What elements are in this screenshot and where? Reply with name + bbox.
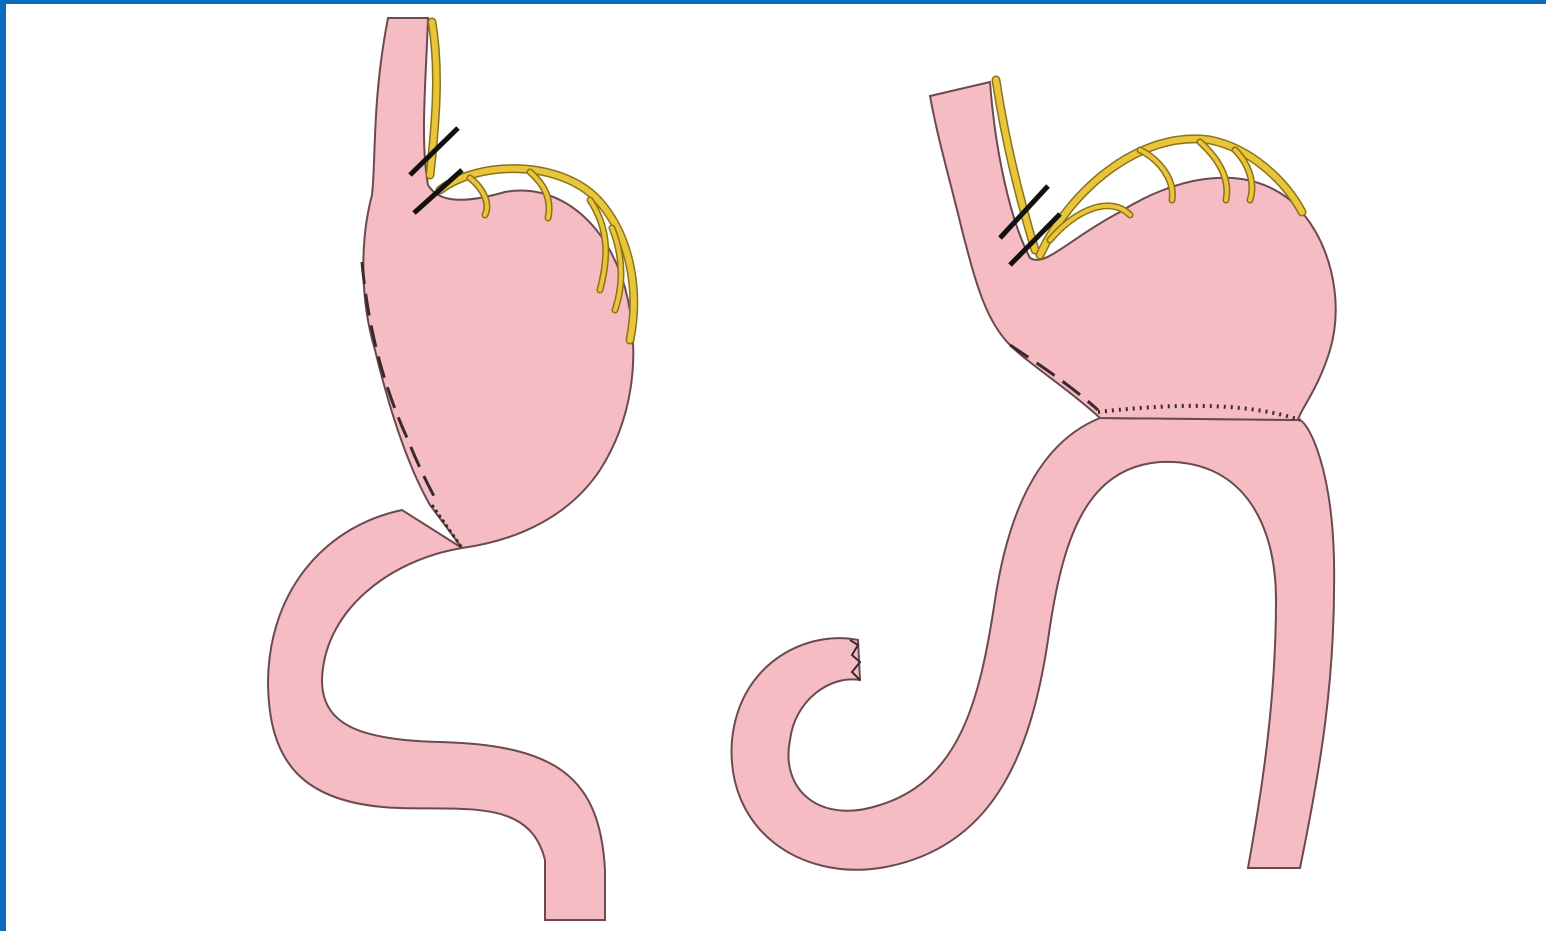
left-jejunal-limb bbox=[268, 510, 605, 920]
right-panel bbox=[732, 80, 1336, 870]
right-gastric-pouch bbox=[930, 82, 1336, 420]
left-gastric-pouch bbox=[363, 18, 633, 548]
left-panel bbox=[268, 18, 634, 920]
right-jejunal-loop bbox=[732, 418, 1335, 870]
